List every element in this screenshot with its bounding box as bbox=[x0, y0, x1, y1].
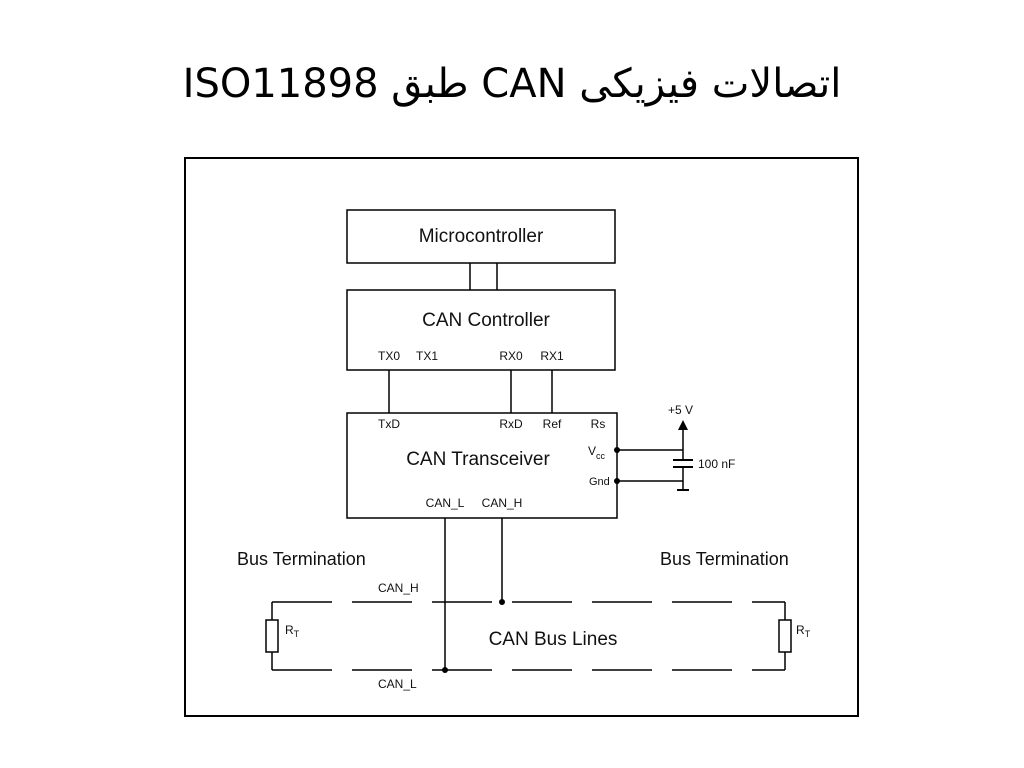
pin-can-l: CAN_L bbox=[426, 496, 465, 510]
resistor-right bbox=[778, 619, 792, 653]
microcontroller-label: Microcontroller bbox=[419, 226, 544, 247]
bus-can-l-label: CAN_L bbox=[378, 677, 417, 691]
microcontroller-block bbox=[346, 209, 616, 264]
can-transceiver-block bbox=[346, 412, 618, 519]
bus-termination-right: Bus Termination bbox=[660, 549, 789, 569]
pin-rxd: RxD bbox=[499, 417, 523, 431]
bus-termination-left: Bus Termination bbox=[237, 549, 366, 569]
resistor-right-label: RT bbox=[796, 623, 811, 639]
can-controller-label: CAN Controller bbox=[422, 310, 550, 331]
pin-rs: Rs bbox=[591, 417, 606, 431]
pin-rx1: RX1 bbox=[540, 349, 564, 363]
can-controller-block bbox=[346, 289, 616, 371]
diagram-frame bbox=[184, 157, 859, 717]
pin-rx0: RX0 bbox=[499, 349, 523, 363]
pin-vcc: Vcc bbox=[588, 444, 606, 461]
supply-voltage: +5 V bbox=[668, 403, 693, 417]
can-transceiver-label: CAN Transceiver bbox=[406, 449, 550, 470]
capacitor-value: 100 nF bbox=[698, 457, 735, 471]
pin-tx1: TX1 bbox=[416, 349, 438, 363]
pin-gnd: Gnd bbox=[589, 476, 610, 488]
pin-can-h: CAN_H bbox=[482, 496, 523, 510]
pin-ref: Ref bbox=[543, 417, 562, 431]
pin-txd: TxD bbox=[378, 417, 400, 431]
pin-tx0: TX0 bbox=[378, 349, 400, 363]
resistor-left bbox=[265, 619, 279, 653]
supply-arrow bbox=[678, 420, 688, 430]
resistor-left-label: RT bbox=[285, 623, 300, 639]
slide-title: اتصالات فیزیکی CAN طبق ISO11898 bbox=[182, 61, 842, 107]
bus-can-h-label: CAN_H bbox=[378, 581, 419, 595]
bus-lines-label: CAN Bus Lines bbox=[489, 629, 618, 650]
